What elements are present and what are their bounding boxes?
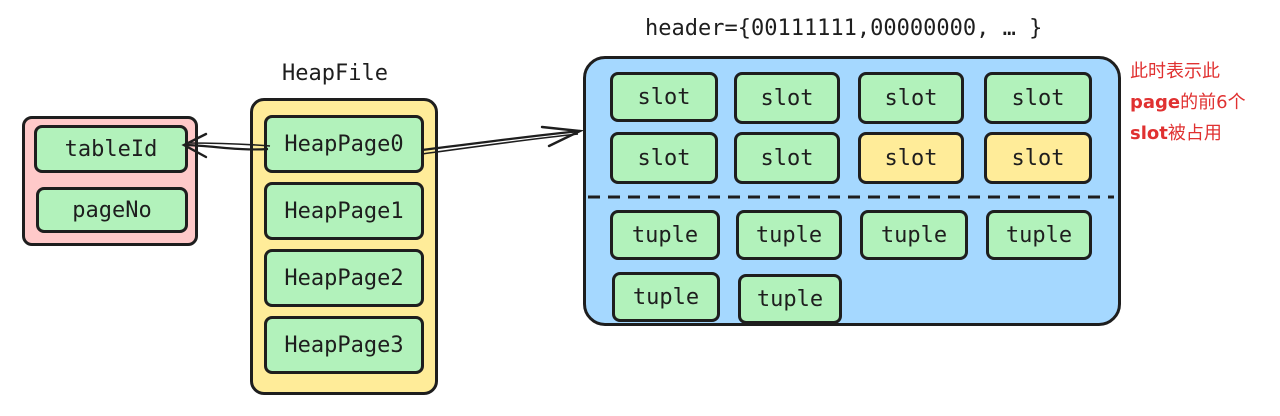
tuple-4: tuple xyxy=(986,210,1092,260)
note-line-2: page的前6个 xyxy=(1130,87,1270,118)
arrow-head-page xyxy=(540,125,585,148)
slot-7-used: slot xyxy=(858,132,964,184)
note-page-bold: page xyxy=(1130,92,1181,113)
arrow-head-record xyxy=(181,132,208,159)
field-tableid: tableId xyxy=(34,125,188,173)
slot-1: slot xyxy=(610,72,718,122)
note-line-1: 此时表示此 xyxy=(1130,61,1220,82)
tuple-6: tuple xyxy=(738,274,842,324)
arrow-to-record xyxy=(185,143,269,151)
slot-8-used: slot xyxy=(984,132,1092,184)
heapfile-title: HeapFile xyxy=(282,61,388,86)
note-line-3: slot被占用 xyxy=(1130,118,1270,149)
note-slot-bold: slot xyxy=(1130,123,1168,144)
slot-6: slot xyxy=(734,132,840,184)
field-pageno: pageNo xyxy=(36,187,188,233)
tuple-2: tuple xyxy=(736,210,842,260)
slot-3: slot xyxy=(858,72,964,124)
arrow-to-record-second-stroke xyxy=(185,142,271,147)
tuple-3: tuple xyxy=(860,210,968,260)
arrow-to-page xyxy=(421,129,581,152)
page-header-text: header={00111111,00000000, … } xyxy=(645,16,1043,41)
annotation-note: 此时表示此 page的前6个 slot被占用 xyxy=(1130,56,1270,149)
heappage-2[interactable]: HeapPage2 xyxy=(264,249,424,307)
slot-2: slot xyxy=(734,72,840,124)
tuple-1: tuple xyxy=(610,210,720,260)
slot-4: slot xyxy=(984,72,1092,124)
tuple-5: tuple xyxy=(612,272,720,322)
heappage-3[interactable]: HeapPage3 xyxy=(264,316,424,374)
note-line-3-rest: 被占用 xyxy=(1167,123,1222,144)
note-line-2-rest: 的前6个 xyxy=(1180,92,1246,113)
slot-5: slot xyxy=(610,132,718,184)
arrow-to-page-second-stroke xyxy=(421,133,579,155)
heappage-0[interactable]: HeapPage0 xyxy=(264,115,424,173)
heappage-1[interactable]: HeapPage1 xyxy=(264,182,424,240)
